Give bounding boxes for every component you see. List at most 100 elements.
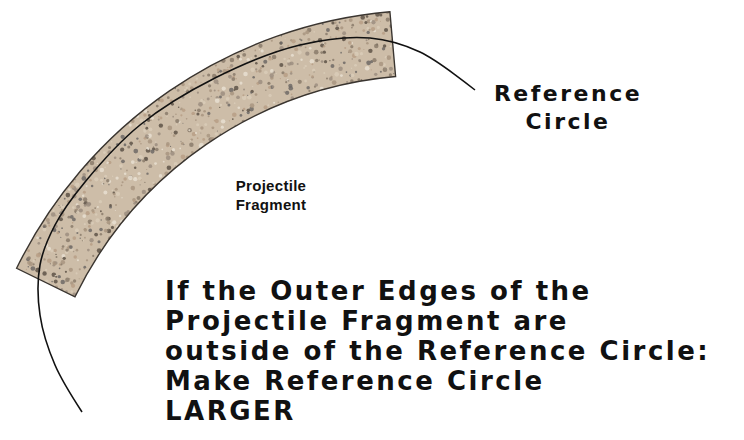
texture-grain — [351, 67, 352, 68]
texture-grain — [286, 107, 289, 110]
texture-grain — [124, 82, 126, 84]
texture-grain — [330, 187, 332, 189]
texture-grain — [86, 202, 91, 207]
texture-grain — [118, 82, 119, 83]
texture-grain — [117, 24, 119, 26]
texture-grain — [368, 29, 370, 31]
texture-grain — [195, 119, 197, 121]
texture-grain — [288, 148, 292, 152]
texture-grain — [135, 70, 137, 72]
texture-grain — [254, 7, 258, 11]
texture-grain — [109, 292, 112, 295]
texture-grain — [189, 179, 191, 181]
texture-grain — [206, 190, 208, 192]
texture-grain — [103, 151, 106, 154]
texture-grain — [279, 42, 282, 45]
texture-grain — [244, 6, 248, 10]
texture-grain — [61, 196, 62, 197]
texture-grain — [35, 206, 39, 210]
texture-grain — [17, 272, 21, 276]
texture-grain — [327, 97, 330, 100]
texture-grain — [205, 65, 207, 67]
texture-grain — [331, 146, 334, 149]
texture-grain — [363, 156, 365, 158]
texture-grain — [157, 31, 160, 34]
texture-grain — [282, 170, 285, 173]
texture-grain — [388, 224, 390, 226]
texture-grain — [217, 195, 221, 199]
texture-grain — [232, 204, 234, 206]
texture-grain — [65, 278, 69, 282]
texture-grain — [253, 213, 254, 214]
texture-grain — [98, 29, 100, 31]
texture-grain — [73, 108, 76, 111]
texture-grain — [276, 122, 277, 123]
texture-grain — [233, 169, 236, 172]
texture-grain — [126, 82, 131, 87]
texture-grain — [178, 223, 182, 227]
texture-grain — [84, 107, 88, 111]
texture-grain — [277, 136, 279, 138]
texture-grain — [250, 68, 254, 72]
texture-grain — [346, 149, 350, 153]
texture-grain — [105, 107, 108, 110]
texture-grain — [192, 132, 196, 136]
texture-grain — [64, 135, 67, 138]
texture-grain — [67, 99, 69, 101]
texture-grain — [215, 18, 218, 21]
texture-grain — [289, 58, 290, 59]
texture-grain — [341, 154, 344, 157]
texture-grain — [369, 256, 373, 260]
texture-grain — [392, 250, 396, 254]
texture-grain — [126, 170, 128, 172]
texture-grain — [211, 126, 214, 129]
texture-grain — [221, 12, 224, 15]
texture-grain — [38, 212, 41, 215]
texture-grain — [226, 101, 229, 104]
texture-grain — [153, 83, 156, 86]
texture-grain — [243, 217, 245, 219]
texture-grain — [206, 205, 210, 209]
texture-grain — [19, 153, 21, 155]
texture-grain — [234, 173, 237, 176]
texture-grain — [69, 268, 73, 272]
texture-grain — [398, 139, 403, 144]
texture-grain — [382, 226, 383, 227]
texture-grain — [107, 220, 111, 224]
texture-grain — [68, 120, 72, 124]
texture-grain — [268, 57, 272, 61]
texture-grain — [260, 67, 262, 69]
texture-grain — [372, 157, 377, 162]
texture-grain — [383, 169, 387, 173]
texture-grain — [248, 138, 250, 140]
texture-grain — [374, 94, 379, 99]
texture-grain — [164, 204, 166, 206]
texture-grain — [338, 268, 342, 272]
texture-grain — [348, 122, 351, 125]
texture-grain — [167, 3, 172, 8]
texture-grain — [393, 48, 398, 53]
texture-grain — [135, 15, 137, 17]
texture-grain — [285, 38, 286, 39]
texture-grain — [87, 137, 89, 139]
texture-grain — [66, 80, 68, 82]
texture-grain — [294, 113, 296, 115]
texture-grain — [229, 272, 231, 274]
texture-grain — [306, 259, 309, 262]
texture-grain — [368, 49, 372, 53]
texture-grain — [275, 149, 278, 152]
texture-grain — [14, 15, 18, 19]
texture-grain — [406, 64, 408, 66]
texture-grain — [397, 12, 400, 15]
texture-grain — [91, 55, 93, 57]
texture-grain — [174, 235, 177, 238]
texture-grain — [47, 296, 51, 300]
texture-grain — [395, 205, 398, 208]
texture-grain — [211, 143, 213, 145]
texture-grain — [235, 78, 237, 80]
texture-grain — [290, 128, 292, 130]
texture-grain — [342, 98, 344, 100]
texture-grain — [73, 4, 77, 8]
texture-grain — [340, 52, 342, 54]
texture-grain — [45, 269, 47, 271]
